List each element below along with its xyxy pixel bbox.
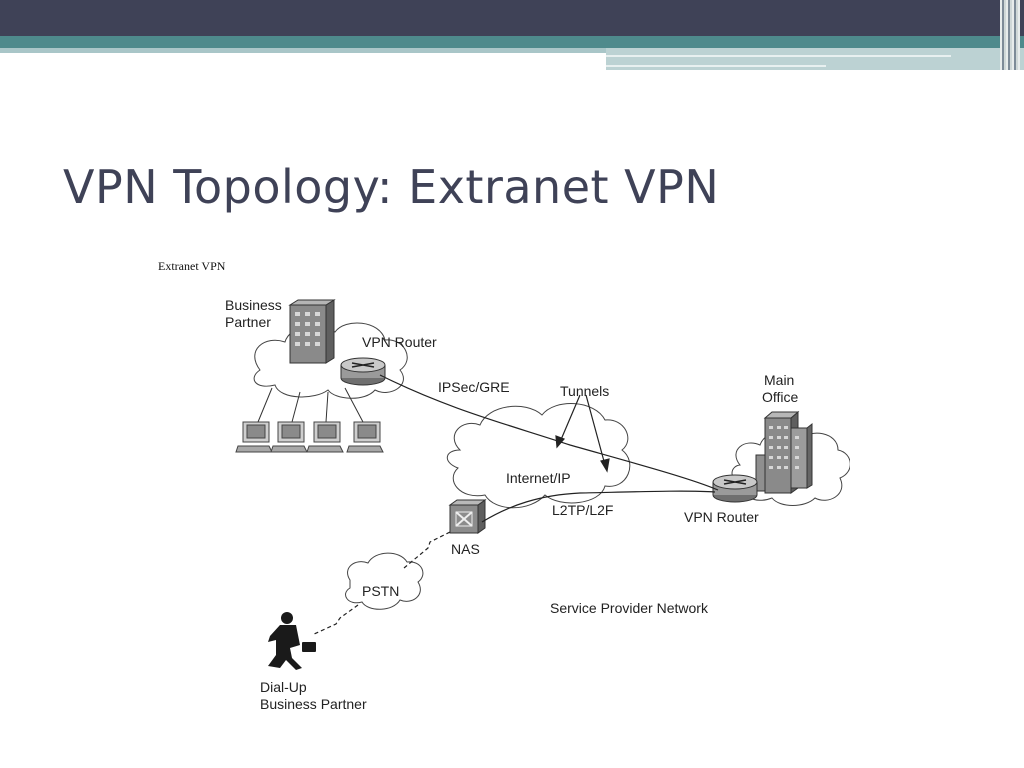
computer-icon-4 — [346, 421, 384, 453]
computer-icon-3 — [306, 421, 344, 453]
computer-icons — [235, 387, 384, 453]
main-office-label-2: Office — [762, 389, 799, 405]
ipsec-gre-tunnel-line — [379, 374, 719, 491]
header-right-band — [606, 48, 1024, 70]
header-bar — [0, 0, 1024, 36]
business-partner-label: Business — [225, 297, 282, 313]
vpn-router-right-icon — [712, 474, 758, 503]
tunnel-arrows — [555, 394, 610, 473]
dialup-user-icon — [268, 612, 316, 670]
vpn-router-right-label: VPN Router — [684, 509, 759, 525]
internet-ip-label: Internet/IP — [506, 470, 571, 486]
main-office-label: Main — [764, 372, 794, 388]
pstn-label: PSTN — [362, 583, 399, 599]
dialup-link-pstn-user — [311, 604, 359, 636]
extranet-vpn-diagram: Extranet VPN — [158, 259, 850, 712]
service-provider-label: Service Provider Network — [550, 600, 709, 616]
main-office-building-icon — [755, 410, 813, 494]
diagram-caption: Extranet VPN — [158, 259, 226, 273]
pstn-cloud — [345, 552, 424, 610]
ipsec-gre-label: IPSec/GRE — [438, 379, 510, 395]
header-edge-stripes — [1000, 0, 1020, 70]
header-right-line-2 — [606, 65, 826, 67]
dialup-label-2: Business Partner — [260, 696, 367, 712]
vpn-router-left-icon — [340, 357, 386, 386]
computer-icon-1 — [235, 421, 273, 453]
internet-cloud — [446, 403, 631, 509]
dialup-label: Dial-Up — [260, 679, 307, 695]
header-right-line — [606, 55, 951, 57]
business-partner-label-2: Partner — [225, 314, 271, 330]
nas-label: NAS — [451, 541, 480, 557]
dialup-link-nas-pstn — [403, 531, 451, 569]
header-accent-band — [0, 36, 1024, 48]
l2tp-l2f-label: L2TP/L2F — [552, 502, 613, 518]
slide-title: VPN Topology: Extranet VPN — [63, 160, 720, 214]
l2tp-l2f-tunnel-line — [481, 490, 716, 523]
business-partner-building-icon — [288, 299, 336, 364]
tunnels-label: Tunnels — [560, 383, 609, 399]
computer-icon-2 — [270, 421, 308, 453]
nas-icon — [448, 499, 487, 534]
header-light-band — [0, 48, 1024, 53]
vpn-router-left-label: VPN Router — [362, 334, 437, 350]
